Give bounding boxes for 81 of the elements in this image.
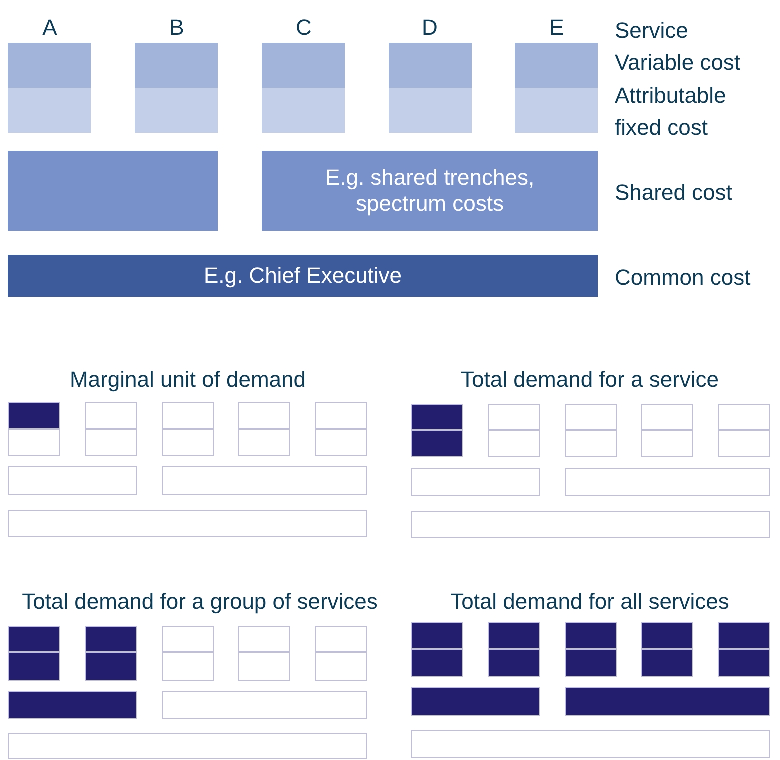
service-letter: B xyxy=(168,14,186,42)
demand-bar xyxy=(565,468,770,496)
demand-bar xyxy=(411,687,540,716)
demand-cell xyxy=(718,649,770,677)
panel-title: Total demand for a service xyxy=(460,366,720,394)
demand-cell xyxy=(8,652,60,681)
row-label: Variable cost xyxy=(615,49,742,77)
demand-cell xyxy=(8,626,60,652)
shared-cost-block xyxy=(262,151,598,231)
demand-cell xyxy=(238,652,290,681)
demand-cell xyxy=(488,649,540,677)
demand-cell xyxy=(162,626,214,652)
demand-cell xyxy=(315,429,367,456)
demand-bar xyxy=(162,691,367,719)
fixed-cost-block xyxy=(389,88,472,133)
demand-cell xyxy=(85,626,137,652)
demand-bar xyxy=(8,691,137,719)
service-letter: E xyxy=(548,14,566,42)
demand-cell xyxy=(315,626,367,652)
demand-cell xyxy=(411,430,463,457)
shared-cost-block xyxy=(8,151,218,231)
demand-cell xyxy=(641,430,693,457)
fixed-cost-block xyxy=(8,88,91,133)
demand-cell xyxy=(565,430,617,457)
demand-cell xyxy=(238,429,290,456)
demand-cell xyxy=(162,402,214,429)
demand-cell xyxy=(238,402,290,429)
demand-cell xyxy=(8,402,60,429)
block-text: E.g. shared trenches, spectrum costs xyxy=(324,165,536,217)
demand-cell xyxy=(641,404,693,430)
panel-title: Total demand for all services xyxy=(450,588,730,616)
demand-cell xyxy=(8,429,60,456)
demand-cell xyxy=(565,622,617,649)
service-letter: D xyxy=(421,14,439,42)
demand-cell xyxy=(162,429,214,456)
demand-cell xyxy=(718,404,770,430)
block-text: E.g. Chief Executive xyxy=(204,263,402,289)
demand-cell xyxy=(411,649,463,677)
demand-cell xyxy=(641,649,693,677)
variable-cost-block xyxy=(135,43,218,88)
demand-cell xyxy=(238,626,290,652)
fixed-cost-block xyxy=(135,88,218,133)
demand-cell xyxy=(162,652,214,681)
variable-cost-block xyxy=(515,43,598,88)
common-cost-block xyxy=(8,255,598,297)
variable-cost-block xyxy=(262,43,345,88)
demand-cell xyxy=(315,402,367,429)
demand-bar xyxy=(162,466,367,495)
service-letter: C xyxy=(295,14,313,42)
demand-bar xyxy=(411,511,770,538)
demand-cell xyxy=(85,652,137,681)
variable-cost-block xyxy=(8,43,91,88)
demand-cell xyxy=(488,404,540,430)
demand-cell xyxy=(718,622,770,649)
demand-cell xyxy=(488,622,540,649)
demand-cell xyxy=(85,402,137,429)
demand-cell xyxy=(718,430,770,457)
demand-bar xyxy=(8,733,367,759)
variable-cost-block xyxy=(389,43,472,88)
demand-cell xyxy=(411,622,463,649)
row-label: Service xyxy=(615,17,690,45)
demand-bar xyxy=(411,468,540,496)
demand-cell xyxy=(641,622,693,649)
demand-cell xyxy=(411,404,463,430)
panel-title: Total demand for a group of services xyxy=(21,588,379,616)
demand-bar xyxy=(565,687,770,716)
demand-cell xyxy=(315,652,367,681)
demand-cell xyxy=(565,404,617,430)
demand-bar xyxy=(8,466,137,495)
demand-cell xyxy=(488,430,540,457)
row-label: Shared cost xyxy=(615,179,734,207)
demand-bar xyxy=(8,510,367,537)
demand-cell xyxy=(565,649,617,677)
demand-bar xyxy=(411,730,770,758)
panel-title: Marginal unit of demand xyxy=(68,366,308,394)
row-label: Attributable fixed cost xyxy=(615,82,728,142)
demand-cell xyxy=(85,429,137,456)
row-label: Common cost xyxy=(615,264,752,292)
service-letter: A xyxy=(42,14,58,42)
fixed-cost-block xyxy=(262,88,345,133)
fixed-cost-block xyxy=(515,88,598,133)
